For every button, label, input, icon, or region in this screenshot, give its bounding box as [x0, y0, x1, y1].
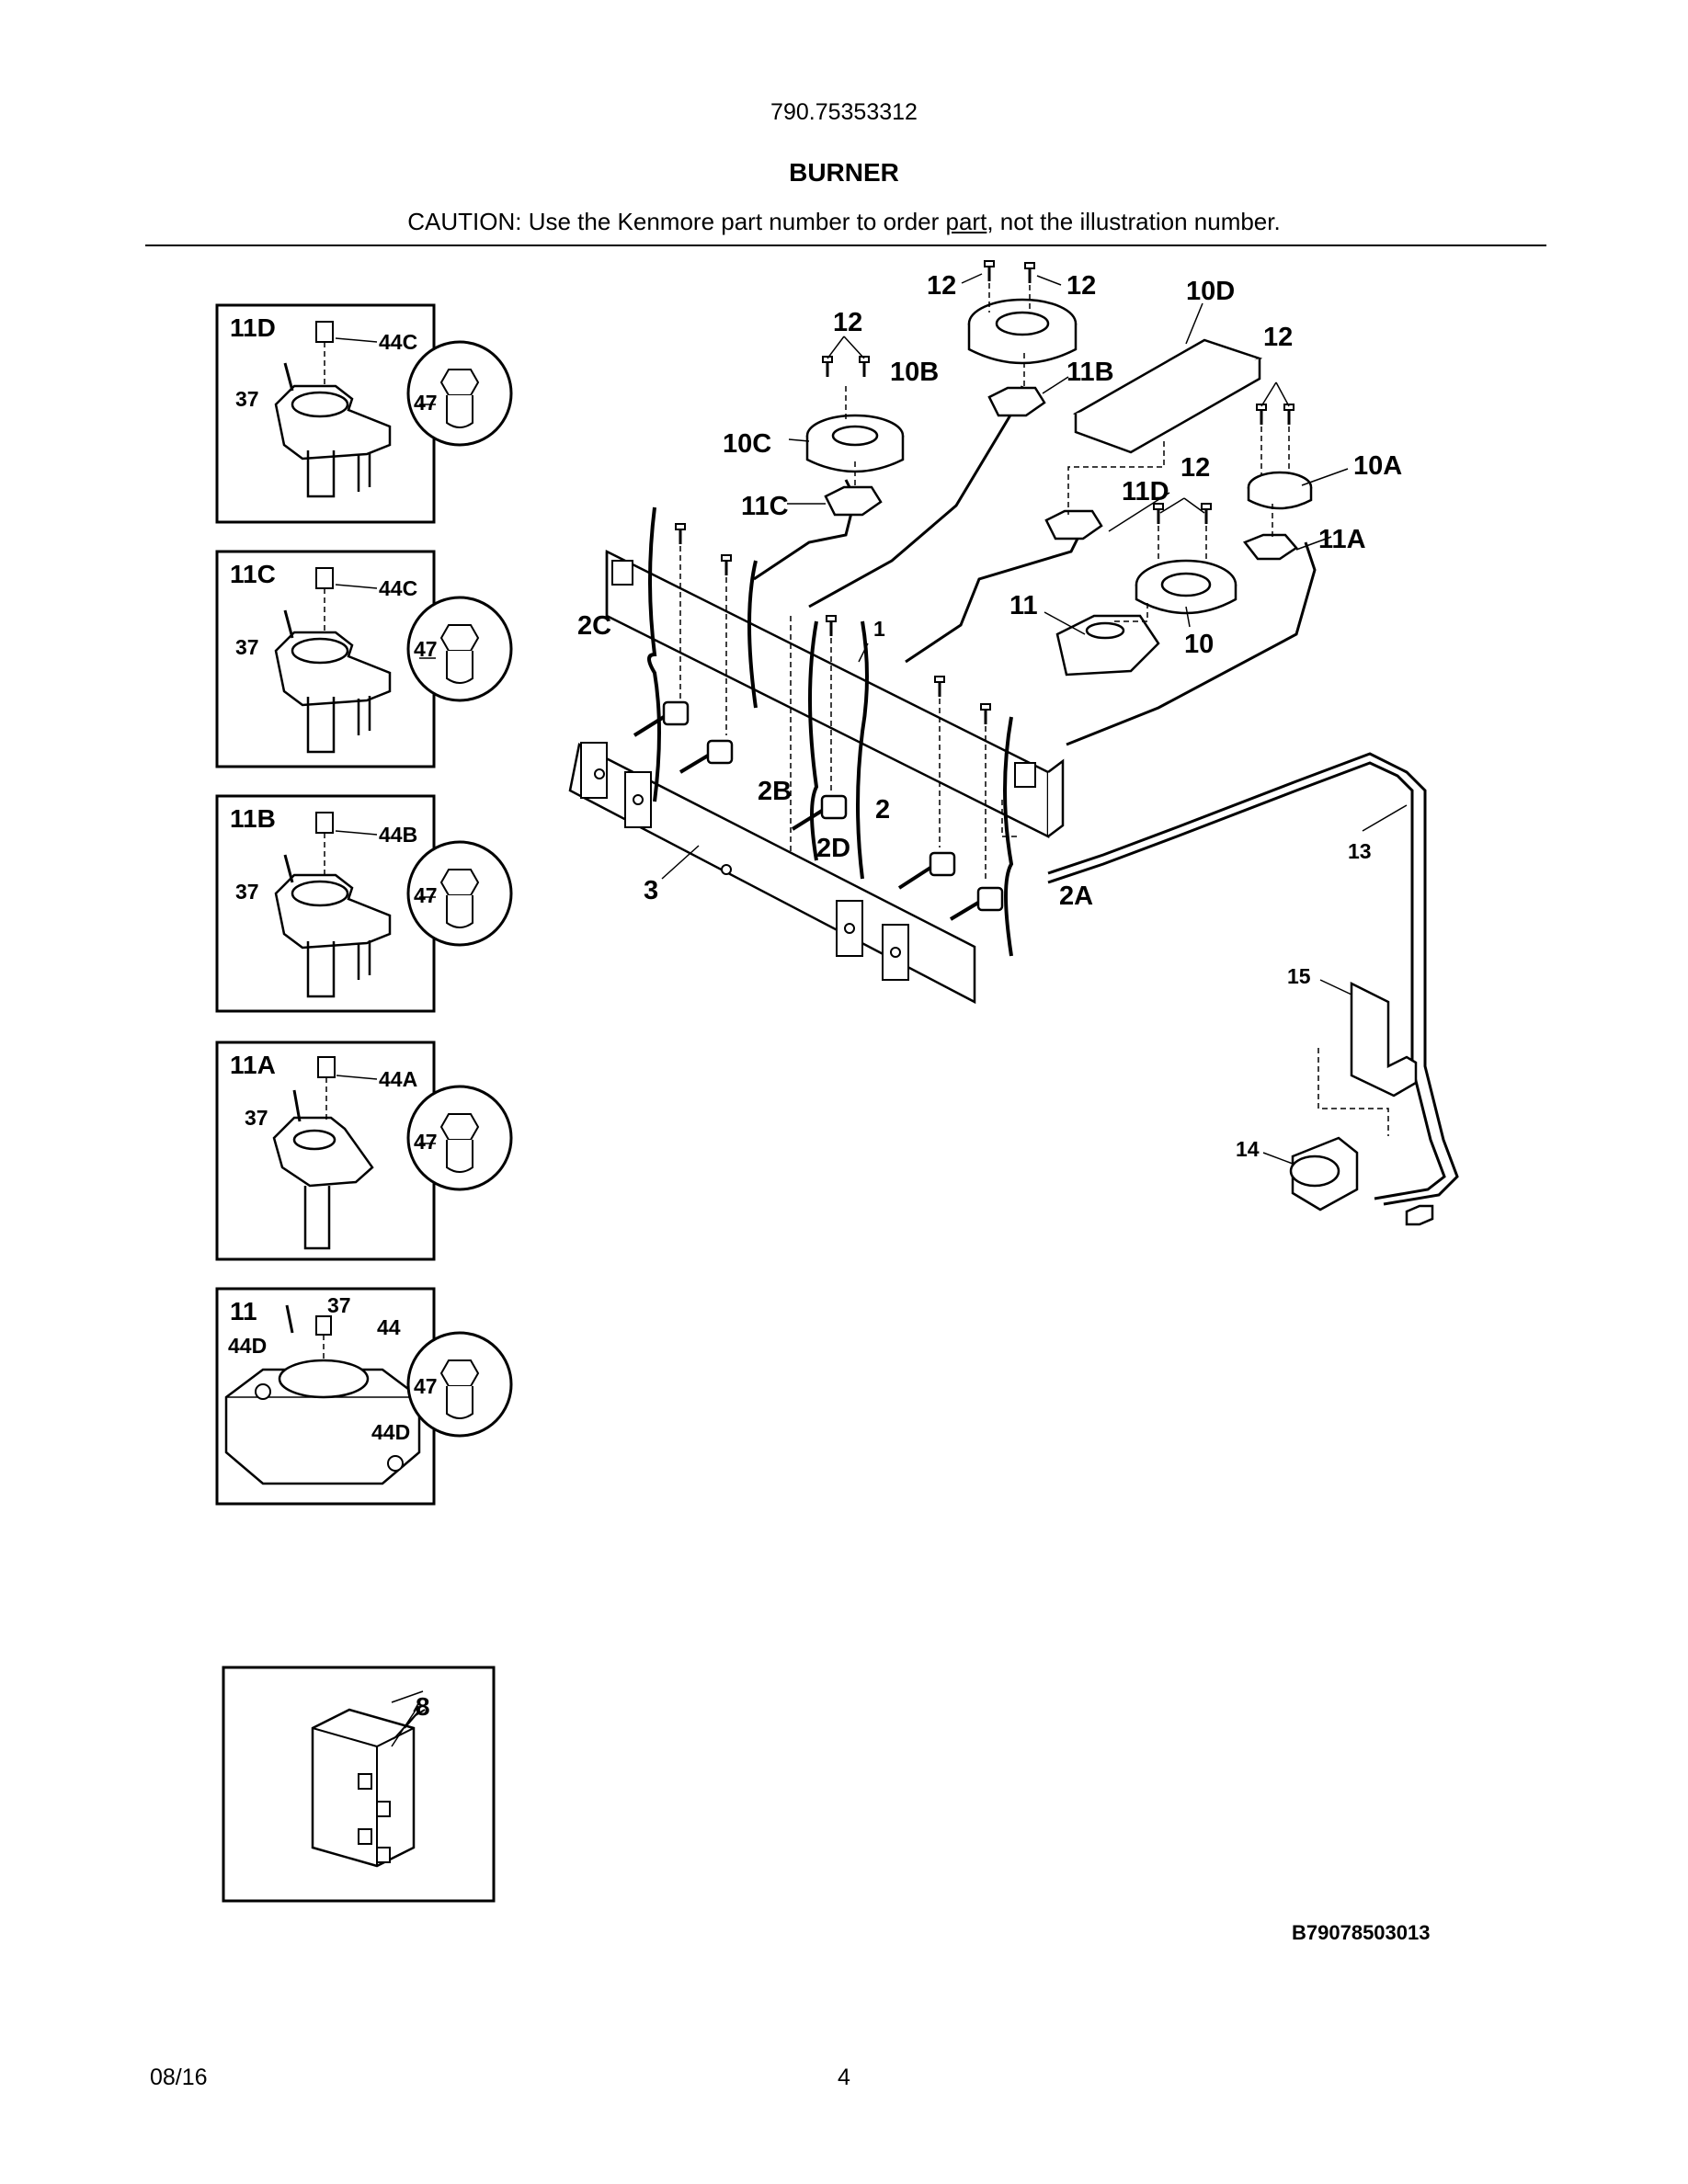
callout-13: 13 [1348, 839, 1372, 863]
panel-callout-44a: 44A [379, 1067, 417, 1091]
callout-12: 12 [1180, 453, 1210, 483]
callout-11b: 11B [1066, 358, 1114, 387]
callout-3: 3 [644, 876, 658, 905]
panel-label-11: 11 [230, 1297, 257, 1325]
caution-text: CAUTION: Use the Kenmore part number to … [407, 208, 946, 235]
callout-11d: 11D [1122, 477, 1169, 506]
main-exploded-view: 12 12 10D 12 10B 11B 12 10C 10A 12 11D 1… [391, 259, 1459, 1712]
panel-label-11b: 11B [230, 804, 276, 833]
panel-label-11a: 11A [230, 1051, 276, 1079]
drawing-number: B79078503013 [1292, 1921, 1431, 1944]
panel-callout-37: 37 [235, 635, 259, 659]
panel-callout-44d: 44D [228, 1334, 267, 1358]
callout-12: 12 [1066, 271, 1096, 301]
caution-text-end: , not the illustration number. [987, 208, 1281, 235]
panel-callout-44: 44 [377, 1315, 401, 1339]
panel-label-11c: 11C [230, 560, 276, 588]
panel-callout-47: 47 [414, 883, 438, 907]
footer-date: 08/16 [150, 2065, 208, 2090]
callout-12: 12 [833, 308, 862, 337]
callout-10b: 10B [890, 358, 939, 387]
panel-callout-37: 37 [327, 1293, 351, 1317]
callout-12: 12 [927, 271, 956, 301]
callout-1: 1 [873, 617, 885, 641]
callout-2d: 2D [816, 834, 850, 863]
callout-11: 11 [1009, 591, 1038, 620]
callout-14: 14 [1236, 1137, 1260, 1161]
panel-callout-44c: 44C [379, 576, 417, 600]
callout-10a: 10A [1353, 451, 1402, 481]
panel-callout-44d: 44D [371, 1420, 410, 1444]
igniter-module-panel [222, 1666, 496, 1903]
callout-11a: 11A [1318, 525, 1366, 554]
panel-callout-47: 47 [414, 1130, 438, 1154]
panel-callout-37: 37 [235, 387, 259, 411]
callout-2b: 2B [758, 777, 792, 806]
caution-part-link[interactable]: part [945, 208, 987, 235]
detail-panel-11c [215, 550, 513, 768]
detail-panel-11a [215, 1041, 513, 1261]
header-divider [145, 245, 1546, 246]
panel-callout-44b: 44B [379, 823, 417, 847]
callout-2: 2 [875, 795, 890, 825]
section-title: BURNER [789, 158, 899, 187]
panel-callout-47: 47 [414, 637, 438, 661]
callout-11c: 11C [741, 492, 789, 521]
caution-note: CAUTION: Use the Kenmore part number to … [0, 208, 1688, 236]
callout-12: 12 [1263, 323, 1293, 352]
detail-panel-11b [215, 794, 513, 1013]
callout-10: 10 [1184, 630, 1214, 659]
detail-panel-11d [215, 303, 513, 524]
page-number: 4 [838, 2065, 850, 2090]
model-number: 790.75353312 [770, 99, 918, 125]
panel-callout-8: 8 [416, 1692, 430, 1721]
callout-2a: 2A [1059, 882, 1093, 911]
panel-label-11d: 11D [230, 313, 276, 342]
callout-2c: 2C [577, 611, 611, 641]
panel-callout-47: 47 [414, 1374, 438, 1398]
panel-callout-47: 47 [414, 391, 438, 415]
callout-10d: 10D [1186, 277, 1235, 306]
panel-callout-37: 37 [245, 1106, 268, 1130]
panel-callout-37: 37 [235, 880, 259, 904]
callout-15: 15 [1287, 964, 1311, 988]
callout-10c: 10C [723, 429, 771, 459]
panel-callout-44c: 44C [379, 330, 417, 354]
detail-panel-11 [215, 1287, 513, 1506]
